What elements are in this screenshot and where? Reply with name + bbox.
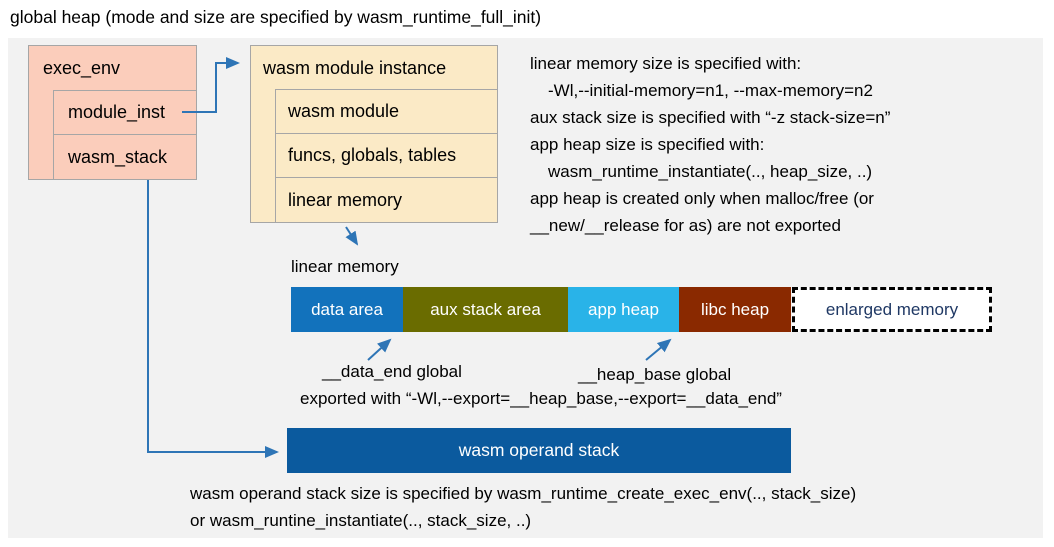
note-line: app heap size is specified with:	[530, 135, 765, 154]
wasm-operand-stack-bar: wasm operand stack	[287, 428, 791, 473]
note-line: app heap is created only when malloc/fre…	[530, 189, 874, 208]
note-line: aux stack size is specified with “-z sta…	[530, 108, 891, 127]
note-line: __new/__release for as) are not exported	[530, 216, 841, 235]
note-line: linear memory size is specified with:	[530, 54, 802, 73]
memory-size-notes: linear memory size is specified with: -W…	[530, 50, 890, 239]
linear-memory-bar: data area aux stack area app heap libc h…	[291, 287, 992, 332]
operand-stack-notes: wasm operand stack size is specified by …	[190, 481, 856, 534]
field-label: linear memory	[288, 189, 403, 210]
page-title: global heap (mode and size are specified…	[10, 7, 542, 27]
export-note: exported with “-Wl,--export=__heap_base,…	[300, 389, 782, 408]
field-label: wasm_stack	[68, 146, 168, 167]
exec-env-field-wasm-stack: wasm_stack	[53, 134, 197, 180]
exec-env-field-module-inst: module_inst	[53, 90, 197, 135]
field-label: module_inst	[68, 102, 166, 122]
heap-base-global-label: __heap_base global	[578, 365, 732, 384]
data-end-global-label: __data_end global	[322, 362, 462, 381]
wasm-operand-stack-label: wasm operand stack	[458, 440, 620, 460]
exec-env-label: exec_env	[43, 58, 121, 78]
segment-enlarged-memory: enlarged memory	[792, 287, 992, 332]
linear-memory-label: linear memory	[291, 257, 399, 276]
note-line: wasm operand stack size is specified by …	[190, 484, 857, 503]
segment-libc-heap: libc heap	[679, 287, 791, 332]
module-instance-field-wasm-module: wasm module	[275, 89, 498, 134]
module-instance-field-funcs-globals-tables: funcs, globals, tables	[275, 133, 498, 178]
note-line: or wasm_runtine_instantiate(.., stack_si…	[190, 510, 532, 530]
segment-app-heap: app heap	[568, 287, 679, 332]
segment-data-area: data area	[291, 287, 403, 332]
module-instance-label: wasm module instance	[263, 58, 447, 78]
field-label: funcs, globals, tables	[288, 145, 457, 165]
segment-aux-stack-area: aux stack area	[403, 287, 568, 332]
module-instance-field-linear-memory: linear memory	[275, 177, 498, 223]
field-label: wasm module	[288, 101, 400, 121]
note-line: wasm_runtime_instantiate(.., heap_size, …	[548, 162, 873, 181]
note-line: -Wl,--initial-memory=n1, --max-memory=n2	[548, 81, 873, 100]
